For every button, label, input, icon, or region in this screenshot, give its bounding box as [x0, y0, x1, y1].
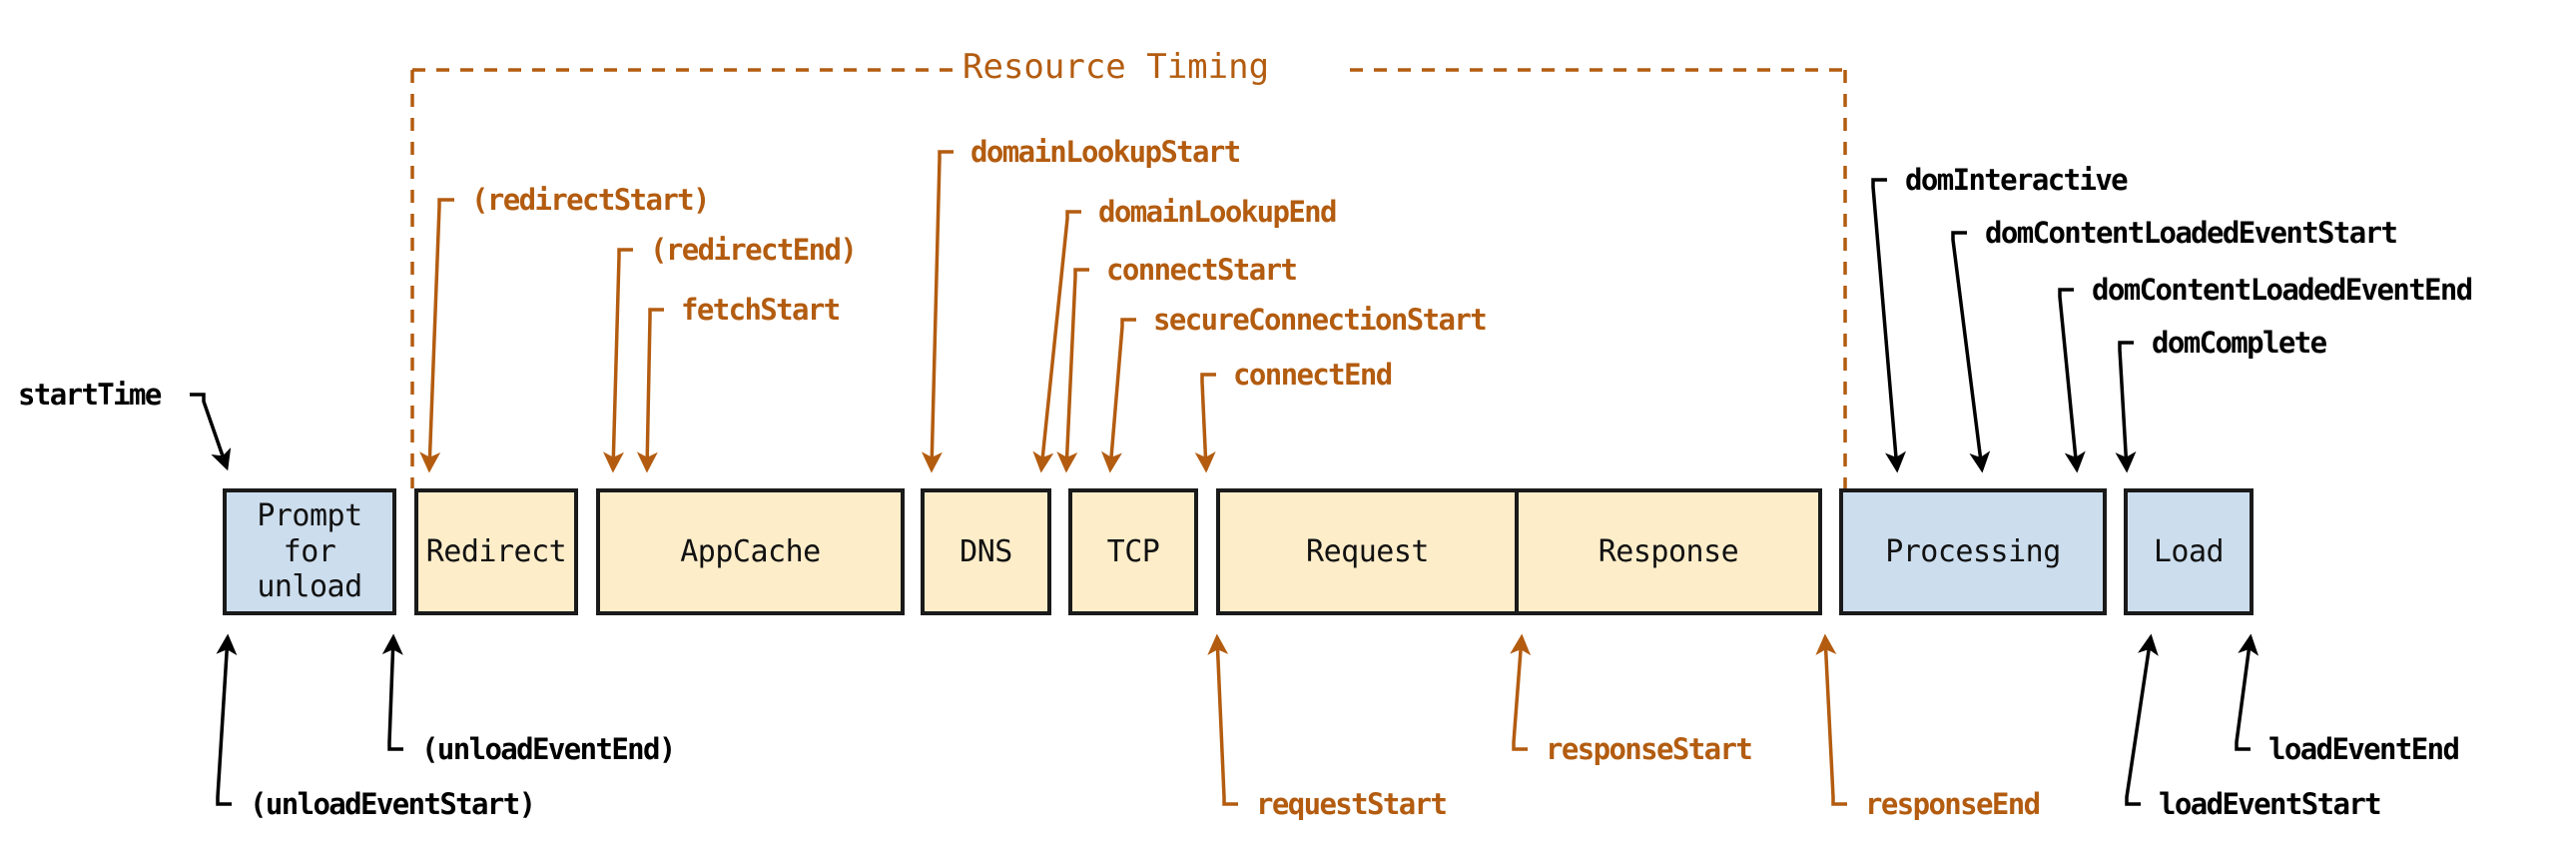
annotation-response-start: responseStart	[1546, 732, 1753, 766]
annotation-domain-lookup-end: domainLookupEnd	[1098, 195, 1338, 229]
annotation-response-end: responseEnd	[1865, 787, 2041, 821]
annotation-load-event-end: loadEventEnd	[2268, 732, 2460, 766]
leader-response-end	[1815, 633, 1847, 806]
annotation-start-time: startTime	[18, 378, 162, 412]
annotation-secure-connection-start: secureConnectionStart	[1153, 303, 1488, 337]
leader-dom-content-loaded-start	[1951, 231, 1991, 473]
leader-redirect-end	[602, 248, 633, 473]
leader-domain-lookup-end	[1032, 210, 1081, 473]
phase-label: TCP	[1106, 533, 1160, 569]
leader-secure-connection-start	[1101, 318, 1136, 473]
phase-label: DNS	[960, 533, 1012, 569]
annotation-unload-event-end: (unloadEventEnd)	[421, 732, 676, 766]
leader-redirect-start	[419, 198, 454, 473]
annotation-redirect-start: (redirectStart)	[471, 183, 711, 217]
bottom-leaders-black	[216, 633, 2259, 806]
leader-start-time	[190, 393, 232, 471]
phase-box-prompt-for-unload[interactable]: Prompt for unload	[223, 488, 396, 615]
leader-connect-start	[1056, 268, 1089, 473]
phase-label: Prompt for unload	[257, 498, 362, 605]
annotation-connect-start: connectStart	[1106, 253, 1298, 287]
resource-timing-bracket	[410, 68, 1847, 488]
annotation-dom-interactive: domInteractive	[1905, 163, 2129, 197]
phase-label: Response	[1598, 533, 1739, 569]
leader-request-start	[1207, 633, 1238, 806]
phase-box-processing[interactable]: Processing	[1839, 488, 2107, 615]
annotation-connect-end: connectEnd	[1233, 358, 1393, 392]
phase-label: Processing	[1885, 533, 2061, 569]
leader-unload-event-end	[381, 633, 403, 751]
leader-connect-end	[1194, 373, 1216, 473]
annotation-dom-content-loaded-end: domContentLoadedEventEnd	[2092, 273, 2473, 307]
leader-domain-lookup-start	[921, 150, 954, 473]
phase-box-appcache[interactable]: AppCache	[596, 488, 905, 615]
leader-load-event-end	[2235, 633, 2259, 751]
annotation-request-start: requestStart	[1256, 787, 1448, 821]
annotation-domain-lookup-start: domainLookupStart	[970, 135, 1241, 169]
phase-box-dns[interactable]: DNS	[921, 488, 1051, 615]
bottom-leaders-orange	[1207, 633, 1847, 806]
top-leaders-orange	[419, 150, 1216, 473]
phase-box-request[interactable]: Request	[1216, 488, 1519, 615]
phase-label: AppCache	[680, 533, 821, 569]
phase-box-redirect[interactable]: Redirect	[414, 488, 578, 615]
annotation-dom-content-loaded-start: domContentLoadedEventStart	[1985, 216, 2398, 250]
annotation-dom-complete: domComplete	[2152, 326, 2327, 360]
phase-label: Request	[1306, 533, 1429, 569]
leader-unload-event-start	[216, 633, 238, 806]
annotation-redirect-end: (redirectEnd)	[650, 233, 858, 267]
resource-timing-label: Resource Timing	[963, 47, 1270, 87]
annotation-load-event-start: loadEventStart	[2159, 787, 2382, 821]
leader-dom-content-loaded-end	[2058, 288, 2086, 473]
leader-dom-interactive	[1871, 178, 1906, 473]
leader-fetch-start	[636, 308, 664, 473]
phase-label: Redirect	[425, 533, 567, 569]
phase-box-response[interactable]: Response	[1519, 488, 1822, 615]
phase-label: Load	[2153, 533, 2225, 569]
phase-box-load[interactable]: Load	[2124, 488, 2254, 615]
phase-box-tcp[interactable]: TCP	[1068, 488, 1198, 615]
annotation-fetch-start: fetchStart	[681, 293, 841, 327]
leader-dom-complete	[2115, 341, 2137, 473]
annotation-unload-event-start: (unloadEventStart)	[250, 787, 536, 821]
top-leaders-black	[190, 178, 2137, 473]
leader-load-event-start	[2125, 633, 2159, 806]
leader-response-start	[1510, 633, 1532, 751]
